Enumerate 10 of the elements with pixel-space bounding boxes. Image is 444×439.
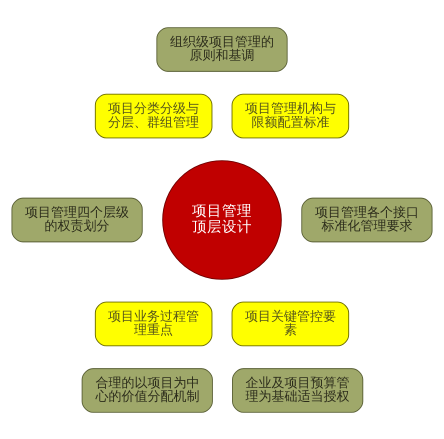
node-box: 项目管理四个层级的权责划分 [11,197,143,242]
node-box: 合理的以项目为中心的价值分配机制 [82,368,213,412]
node-box: 企业及项目预算管理为基础适当授权 [232,368,364,412]
node-box: 项目关键管控要素 [232,301,350,346]
node-box: 项目管理机构与限额配置标准 [232,93,350,138]
node-box: 组织级项目管理的原则和基调 [156,26,288,72]
node-circle: 项目管理顶层设计 [162,160,282,280]
node-box: 项目管理各个接口标准化管理要求 [301,197,433,242]
node-box: 项目分类分级与分层、群组管理 [94,93,212,138]
node-box: 项目业务过程管理重点 [94,301,212,346]
